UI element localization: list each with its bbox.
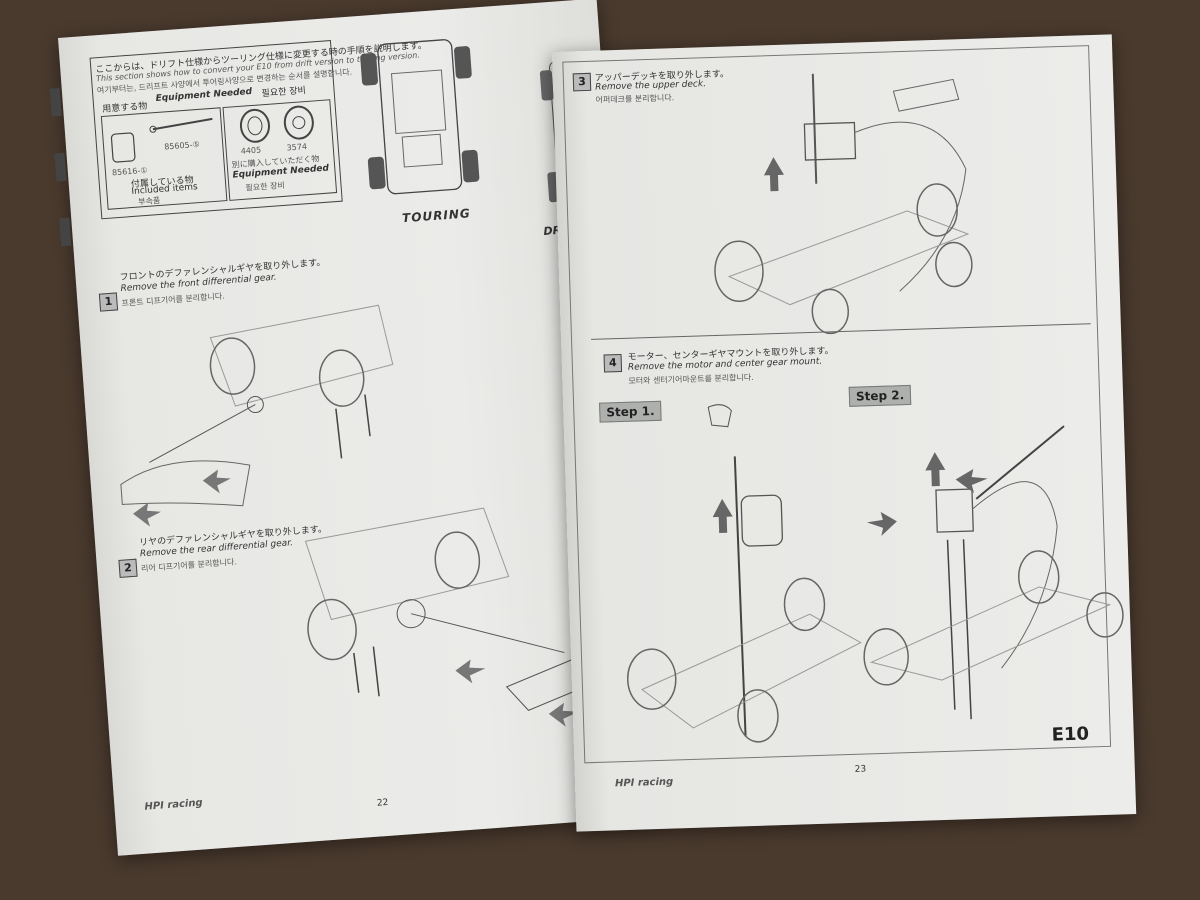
- manual-page-right: 3 アッパーデッキを取り外します。 Remove the upper deck.…: [552, 34, 1137, 832]
- hpi-logo-right: HPI racing: [614, 776, 674, 790]
- index-tab: [59, 217, 72, 247]
- index-tabs: [46, 38, 72, 247]
- part-4405: 4405: [240, 145, 262, 156]
- wheel-parts-drawing: [239, 105, 314, 143]
- step-2-number: 2: [118, 558, 138, 578]
- index-tab: [54, 152, 67, 182]
- touring-label: TOURING: [401, 206, 472, 226]
- included-items-box: 85616-① 85605-⑤ 付属している物 Included items 부…: [100, 107, 228, 210]
- rear-diff-drawing: [304, 507, 617, 727]
- separate-items-box: 4405 3574 別に購入していただく物 Equipment Needed 필…: [222, 99, 338, 201]
- touring-chassis-drawing: [360, 39, 480, 195]
- manual-page-left: ここからは、ドリフト仕様からツーリング仕様に変更する時の手順を説明します。 Th…: [49, 0, 657, 856]
- upper-deck-drawing: [714, 73, 973, 335]
- index-tab: [49, 88, 62, 117]
- center-gear-mount-drawing: [863, 425, 1124, 720]
- equipment-header-kr: 필요한 장비: [261, 86, 307, 100]
- step-4-number: 4: [603, 353, 623, 373]
- part-3574: 3574: [286, 142, 308, 153]
- equipment-box: ここからは、ドリフト仕様からツーリング仕様に変更する時の手順を説明します。 Th…: [89, 40, 427, 220]
- step-3-number: 3: [572, 72, 592, 92]
- step-2-kr: 리어 디프기어를 분리합니다.: [140, 557, 238, 574]
- included-kr: 부속품: [137, 195, 161, 207]
- hpi-logo-left: HPI racing: [144, 797, 204, 813]
- front-diff-drawing: [120, 304, 394, 527]
- model-label: E10: [1051, 723, 1090, 746]
- included-parts-drawing: [110, 117, 213, 163]
- page-number-23: 23: [854, 764, 867, 775]
- page-number-22: 22: [376, 797, 389, 809]
- motor-removal-drawing: [626, 404, 862, 743]
